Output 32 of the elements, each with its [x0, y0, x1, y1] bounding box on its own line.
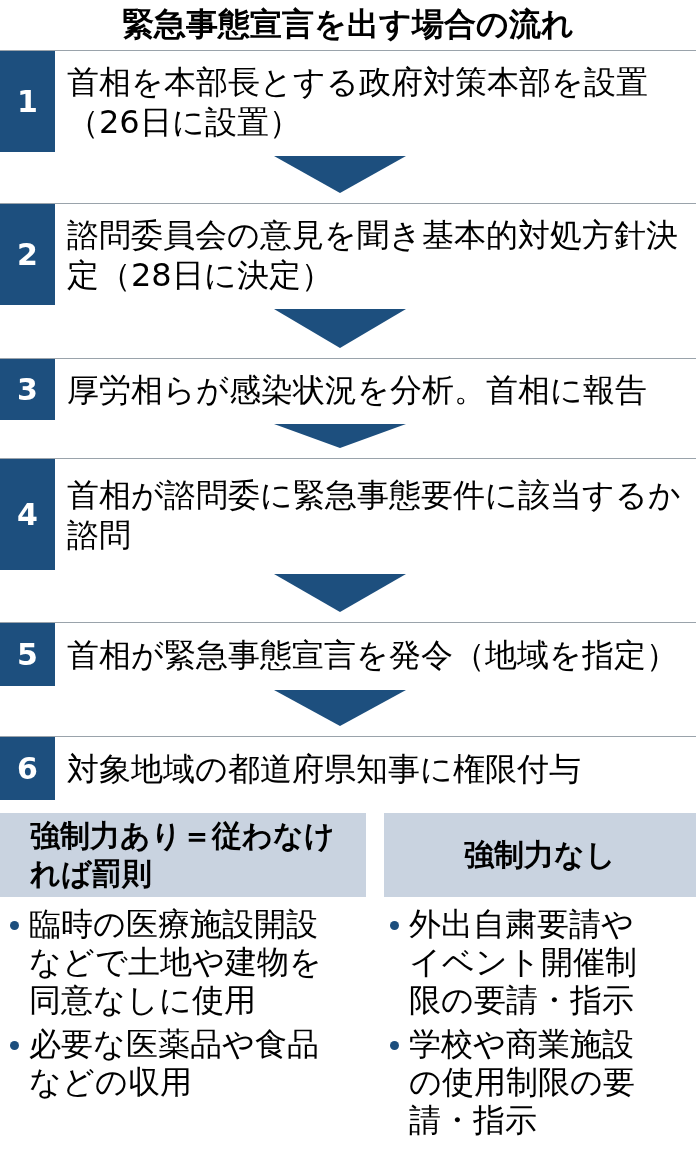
step-row	[0, 458, 696, 570]
step-text: 首相が諮問委に緊急事態要件に該当するか諮問	[67, 474, 682, 555]
step-text: 首相を本部長とする政府対策本部を設置（26日に設置）	[67, 61, 649, 142]
header-text: 強制力なし	[464, 836, 616, 874]
header-text: 強制力あり＝従わなければ罰則	[30, 817, 336, 893]
step-number: 1	[0, 51, 55, 152]
chevron-arrow	[274, 424, 406, 448]
step-number: 2	[0, 204, 55, 305]
step-number: 6	[0, 737, 55, 800]
step-row	[0, 203, 696, 305]
step-row	[0, 358, 696, 420]
step-row	[0, 50, 696, 152]
step-number: 5	[0, 623, 55, 686]
category-header	[0, 813, 366, 897]
step-text: 対象地域の都道府県知事に権限付与	[67, 748, 581, 789]
step-text: 厚労相らが感染状況を分析。首相に報告	[67, 369, 647, 410]
chevron-arrow	[274, 574, 406, 612]
chevron-arrow	[274, 690, 406, 726]
step-row	[0, 736, 696, 800]
chevron-arrow	[274, 309, 406, 348]
bullet-text: 必要な医薬品や食品などの収用	[29, 1025, 320, 1101]
step-text: 諮問委員会の意見を聞き基本的対処方針決定（28日に決定）	[67, 214, 679, 295]
title: 緊急事態宣言を出す場合の流れ	[121, 4, 575, 44]
step-row	[0, 622, 696, 686]
chevron-arrow	[274, 156, 406, 193]
step-number: 3	[0, 359, 55, 420]
bullet-text: 外出自粛要請やイベント開催制限の要請・指示	[409, 905, 638, 1019]
category-header	[384, 813, 696, 897]
bullet-text: 学校や商業施設の使用制限の要請・指示	[409, 1025, 636, 1139]
step-text: 首相が緊急事態宣言を発令（地域を指定）	[67, 634, 678, 675]
step-number: 4	[0, 459, 55, 570]
bullet-text: 臨時の医療施設開設などで土地や建物を同意なしに使用	[29, 905, 323, 1019]
